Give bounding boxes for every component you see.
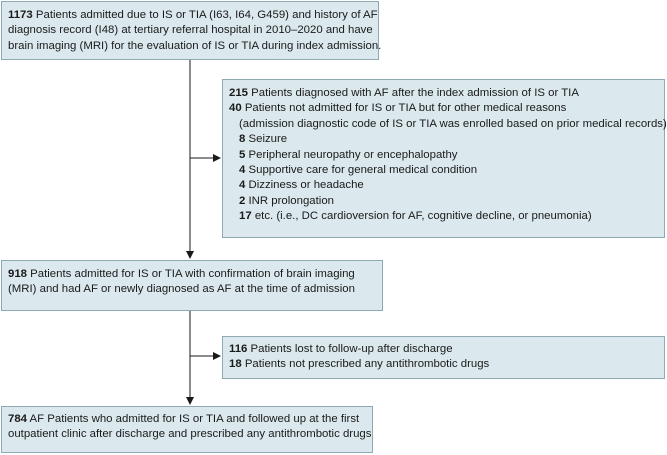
exclusion-subitem: 4 Dizziness or headache xyxy=(229,178,658,193)
exclusion-line: 18 Patients not prescribed any antithrom… xyxy=(229,357,658,372)
final-cohort-box: 784 AF Patients who admitted for IS or T… xyxy=(1,406,373,453)
line-text: etc. (i.e., DC cardioversion for AF, cog… xyxy=(251,210,592,223)
patient-count: 17 xyxy=(239,210,252,223)
exclusion-box-1: 215 Patients diagnosed with AF after the… xyxy=(222,79,667,238)
line-text: outpatient clinic after discharge and pr… xyxy=(8,428,372,441)
patient-count: 2 xyxy=(239,194,246,207)
exclusion-subitem: 4 Supportive care for general medical co… xyxy=(229,163,658,178)
line-text: INR prolongation xyxy=(245,194,335,207)
initial-cohort-box: 1173 Patients admitted due to IS or TIA … xyxy=(1,1,381,60)
patient-count: 1173 xyxy=(8,9,33,21)
line-text: Patients admitted for IS or TIA with con… xyxy=(27,268,355,280)
exclusion-line: 40 Patients not admitted for IS or TIA b… xyxy=(229,101,658,116)
line-text: Patients not prescribed any antithrombot… xyxy=(241,358,490,371)
line-text: diagnosis record (I48) at tertiary refer… xyxy=(8,24,373,37)
patient-count: 5 xyxy=(239,148,246,161)
exclusion-subitem: 2 INR prolongation xyxy=(229,194,658,209)
line-text: Seizure xyxy=(245,133,288,146)
patient-count: 40 xyxy=(229,102,242,115)
line-text: Dizziness or headache xyxy=(245,179,364,192)
exclusion-note: (admission diagnostic code of IS or TIA … xyxy=(229,117,667,132)
patient-count: 215 xyxy=(229,87,249,99)
patient-count: 784 xyxy=(8,413,28,425)
exclusion-subitem: 8 Seizure xyxy=(229,132,658,147)
line-text: Patients diagnosed with AF after the ind… xyxy=(248,87,579,99)
line-text: Patients not admitted for IS or TIA but … xyxy=(241,102,567,115)
line-text: AF Patients who admitted for IS or TIA a… xyxy=(27,413,360,425)
exclusion-subitem: 17 etc. (i.e., DC cardioversion for AF, … xyxy=(229,209,658,224)
exclusion-line: 116 Patients lost to follow-up after dis… xyxy=(229,342,658,357)
line-text: brain imaging (MRI) for the evaluation o… xyxy=(8,39,382,52)
initial-cohort-line: 1173 Patients admitted due to IS or TIA … xyxy=(8,8,378,23)
line-text: (MRI) and had AF or newly diagnosed as A… xyxy=(8,283,355,296)
initial-cohort-line: brain imaging (MRI) for the evaluation o… xyxy=(8,39,381,54)
confirmed-cohort-box: 918 Patients admitted for IS or TIA with… xyxy=(1,260,383,311)
confirmed-cohort-line: 918 Patients admitted for IS or TIA with… xyxy=(8,267,376,282)
initial-cohort-line: diagnosis record (I48) at tertiary refer… xyxy=(8,23,373,38)
final-cohort-line: 784 AF Patients who admitted for IS or T… xyxy=(8,412,366,427)
line-text: Patients admitted due to IS or TIA (I63,… xyxy=(32,9,378,21)
patient-count: 918 xyxy=(8,268,28,280)
patient-count: 8 xyxy=(239,133,246,146)
patient-count: 18 xyxy=(229,358,242,371)
exclusion-box-2: 116 Patients lost to follow-up after dis… xyxy=(222,336,665,379)
patient-count: 116 xyxy=(229,343,248,355)
line-text: Peripheral neuropathy or encephalopathy xyxy=(245,148,458,161)
confirmed-cohort-line: (MRI) and had AF or newly diagnosed as A… xyxy=(8,282,376,297)
exclusion-subitem: 5 Peripheral neuropathy or encephalopath… xyxy=(229,148,658,163)
patient-count: 4 xyxy=(239,179,246,192)
line-text: Supportive care for general medical cond… xyxy=(245,164,478,177)
exclusion-line: 215 Patients diagnosed with AF after the… xyxy=(229,86,658,101)
line-text: Patients lost to follow-up after dischar… xyxy=(247,343,453,355)
final-cohort-line: outpatient clinic after discharge and pr… xyxy=(8,427,371,442)
patient-count: 4 xyxy=(239,164,246,177)
line-text: (admission diagnostic code of IS or TIA … xyxy=(239,117,667,130)
